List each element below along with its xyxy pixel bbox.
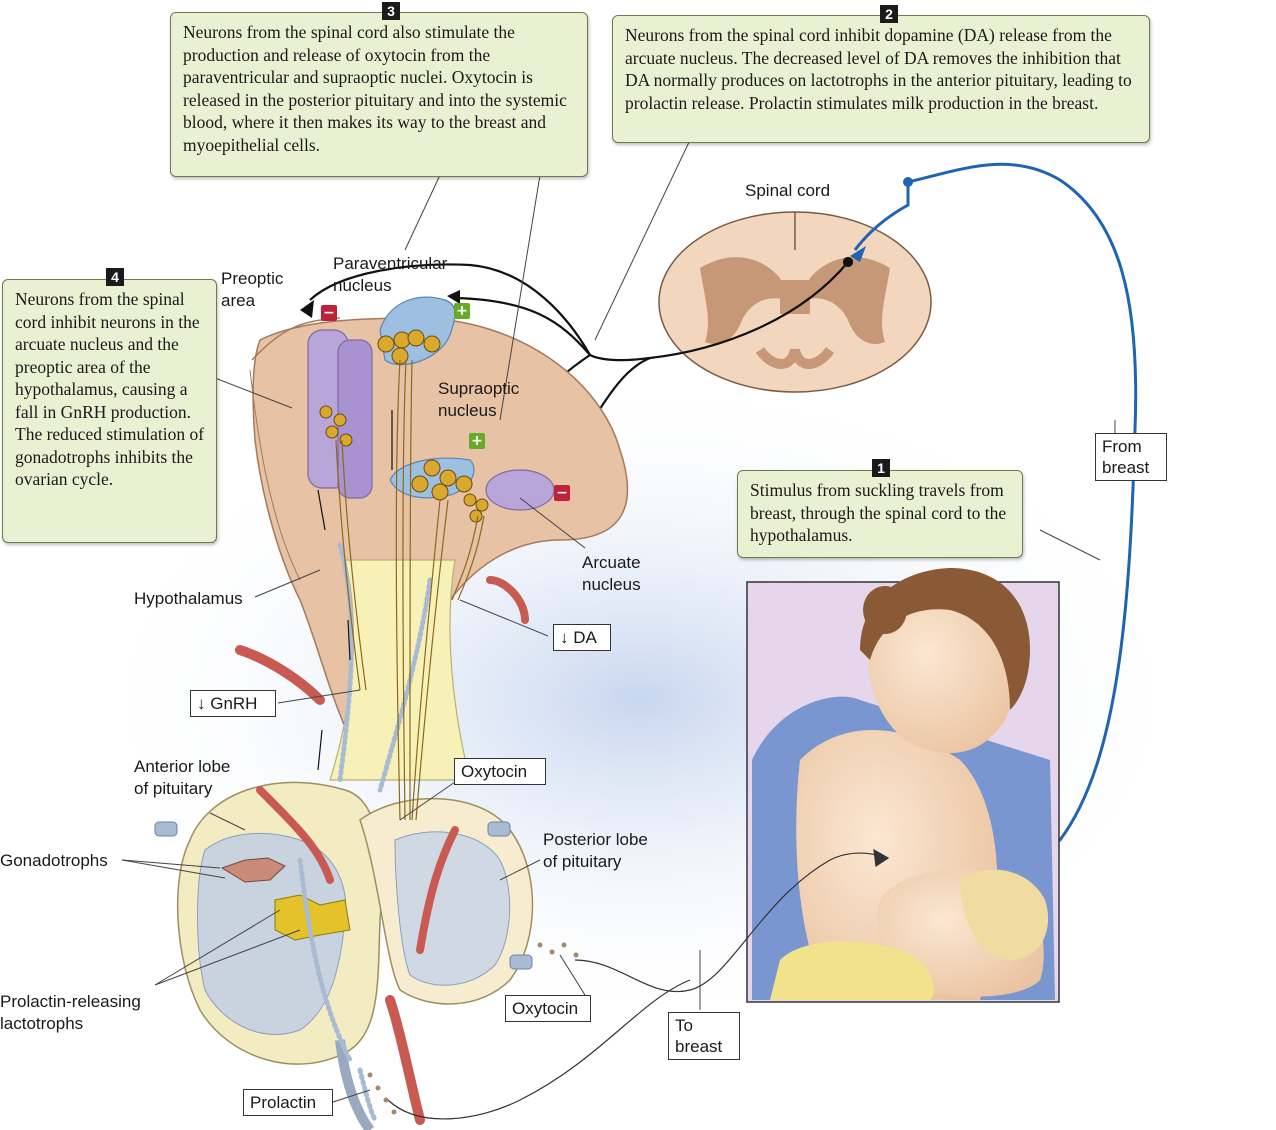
- transport-curves: [387, 848, 890, 1120]
- callout-1-text: Stimulus from suckling travels from brea…: [750, 480, 1007, 545]
- callout-3: Neurons from the spinal cord also stimul…: [170, 12, 588, 177]
- mother-and-child-picture: [746, 568, 1060, 1003]
- box-oxytocin-bottom: Oxytocin: [505, 995, 591, 1022]
- label-lactotrophs: Prolactin-releasing lactotrophs: [0, 992, 141, 1033]
- callout-4-text: Neurons from the spinal cord inhibit neu…: [15, 289, 205, 489]
- arrowhead: [300, 300, 314, 318]
- inhibit-sign-preoptic: −: [321, 305, 337, 321]
- callout-3-text: Neurons from the spinal cord also stimul…: [183, 22, 567, 155]
- label-paraventricular-nucleus: Paraventricular nucleus: [333, 254, 448, 295]
- spinal-cord-section: [658, 211, 932, 393]
- blood-vessels: [235, 576, 529, 1125]
- callout-3-number: 3: [382, 2, 400, 20]
- inhibit-sign-arcuate: −: [554, 485, 570, 501]
- box-to-breast: To breast: [668, 1012, 740, 1060]
- label-arcuate-nucleus: Arcuate nucleus: [582, 553, 641, 594]
- box-prolactin: Prolactin: [243, 1089, 333, 1116]
- arcuate-nucleus-shape: [485, 469, 555, 511]
- callout-1: Stimulus from suckling travels from brea…: [737, 470, 1023, 558]
- box-oxytocin-top: Oxytocin: [454, 758, 546, 785]
- neuron-axons: [335, 359, 485, 821]
- callout-2: Neurons from the spinal cord inhibit dop…: [612, 15, 1150, 143]
- label-anterior-lobe: Anterior lobe of pituitary: [134, 757, 231, 798]
- stimulate-sign-paraventricular: +: [454, 303, 470, 319]
- neurosecretory-neurons: [319, 329, 489, 523]
- callout-2-text: Neurons from the spinal cord inhibit dop…: [625, 25, 1132, 113]
- box-from-breast: From breast: [1095, 433, 1167, 481]
- callout-2-number: 2: [880, 5, 898, 23]
- label-posterior-lobe: Posterior lobe of pituitary: [543, 830, 648, 871]
- box-gnrh: ↓ GnRH: [190, 690, 276, 717]
- pituitary-end-caps: [154, 821, 533, 970]
- stimulate-sign-supraoptic: +: [469, 433, 485, 449]
- label-preoptic-area: Preoptic area: [221, 269, 284, 310]
- hormone-dots: [367, 942, 579, 1115]
- label-gonadotrophs: Gonadotrophs: [0, 851, 108, 870]
- callout-4-number: 4: [106, 268, 124, 286]
- label-spinal-cord: Spinal cord: [745, 181, 831, 200]
- flow-arrows: [317, 410, 393, 771]
- label-hypothalamus: Hypothalamus: [134, 589, 243, 608]
- box-da: ↓ DA: [553, 624, 611, 651]
- label-supraoptic-nucleus: Supraoptic nucleus: [438, 379, 520, 420]
- leader-lines: [121, 139, 1116, 1103]
- callout-1-number: 1: [872, 459, 890, 477]
- arrowhead: [447, 290, 460, 304]
- callout-4: Neurons from the spinal cord inhibit neu…: [2, 279, 217, 543]
